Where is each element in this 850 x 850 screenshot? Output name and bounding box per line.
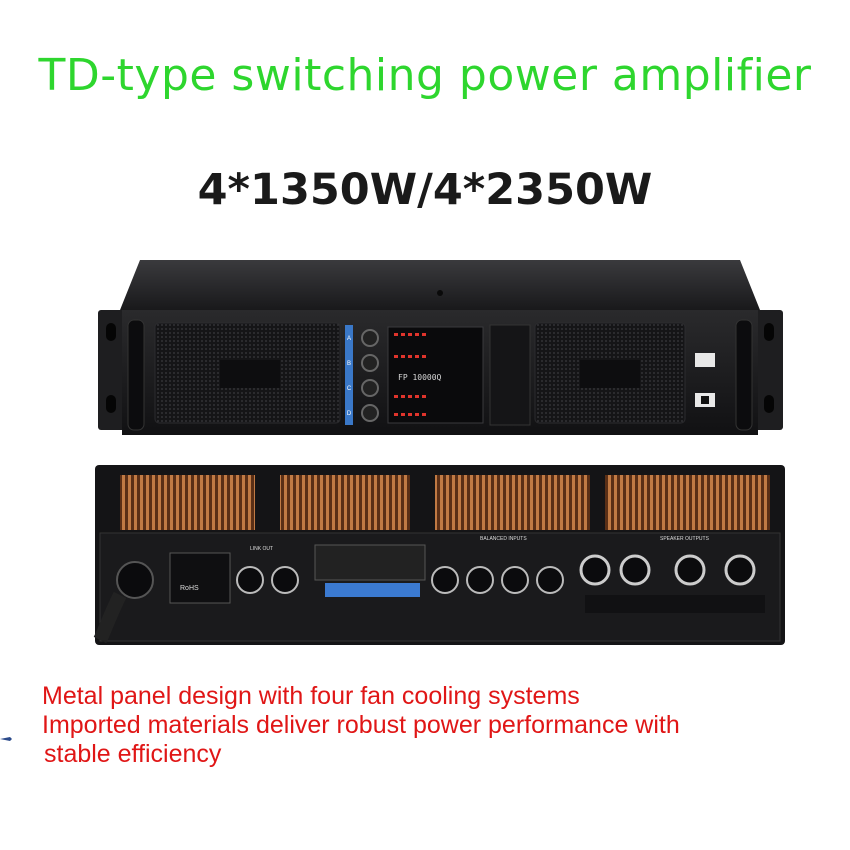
speaker-output-4[interactable] bbox=[724, 554, 756, 586]
link-out-label: LINK OUT bbox=[250, 546, 273, 552]
input-connector-d[interactable] bbox=[536, 566, 564, 594]
link-out-connector[interactable] bbox=[271, 566, 299, 594]
model-label: FP 10000Q bbox=[398, 373, 442, 382]
volume-knob-c[interactable] bbox=[361, 379, 379, 397]
feature-line: Metal panel design with four fan cooling… bbox=[42, 682, 580, 710]
feature-line: Imported materials deliver robust power … bbox=[42, 711, 680, 739]
input-connector-c[interactable] bbox=[501, 566, 529, 594]
channel-label: C bbox=[347, 386, 352, 392]
dip-switch-bank[interactable] bbox=[325, 583, 420, 597]
page-title: TD-type switching power amplifier bbox=[38, 50, 812, 101]
balanced-inputs-label: BALANCED INPUTS bbox=[480, 536, 527, 542]
channel-label: D bbox=[347, 411, 352, 417]
speaker-output-2[interactable] bbox=[619, 554, 651, 586]
volume-knob-b[interactable] bbox=[361, 354, 379, 372]
rohs-label: RoHS bbox=[180, 585, 199, 592]
channel-label: B bbox=[347, 361, 351, 367]
speaker-output-3[interactable] bbox=[674, 554, 706, 586]
feature-line: stable efficiency bbox=[44, 740, 222, 768]
power-rating: 4*1350W/4*2350W bbox=[197, 165, 653, 215]
input-connector-b[interactable] bbox=[466, 566, 494, 594]
input-connector-a[interactable] bbox=[431, 566, 459, 594]
speaker-outputs-label: SPEAKER OUTPUTS bbox=[660, 536, 710, 542]
volume-knob-d[interactable] bbox=[361, 404, 379, 422]
decorative-edge-mark bbox=[0, 737, 12, 741]
amplifier-front-view: A B C D FP 10000Q bbox=[98, 260, 783, 435]
power-inlet[interactable] bbox=[116, 561, 154, 599]
volume-knob-a[interactable] bbox=[361, 329, 379, 347]
channel-label: A bbox=[347, 336, 351, 342]
link-out-connector[interactable] bbox=[236, 566, 264, 594]
amplifier-product-image: A B C D FP 10000Q bbox=[93, 260, 785, 645]
speaker-output-1[interactable] bbox=[579, 554, 611, 586]
amplifier-rear-view: RoHS LINK OUT BALANCED INPUTS SPEAKER OU… bbox=[93, 465, 785, 645]
feature-list: Metal panel design with four fan cooling… bbox=[42, 682, 832, 769]
power-switch[interactable] bbox=[695, 353, 715, 367]
